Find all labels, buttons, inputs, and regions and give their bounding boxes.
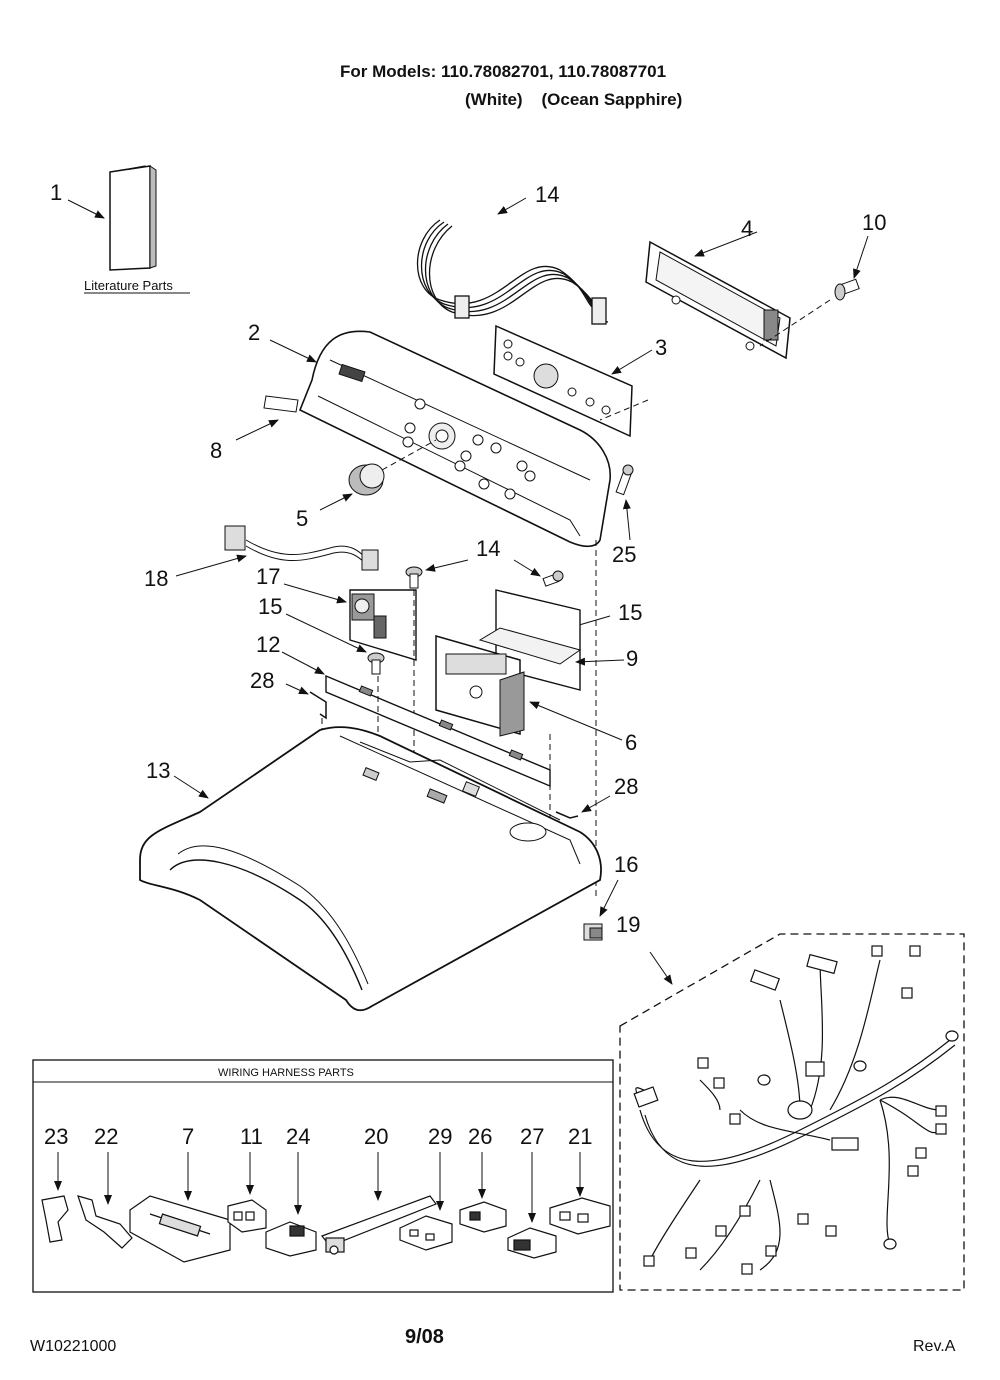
part-20-cable-tie — [321, 1195, 437, 1255]
callout-1: 1 — [50, 180, 62, 205]
part-23-clip — [41, 1195, 69, 1243]
callout-21: 21 — [568, 1124, 592, 1149]
callout-8: 8 — [210, 438, 222, 463]
callout-17: 17 — [256, 564, 280, 589]
console-badge — [263, 395, 299, 413]
switch-assembly — [349, 589, 417, 661]
screw-25 — [615, 464, 634, 496]
callout-15-right: 15 — [618, 600, 642, 625]
electronic-control-board — [493, 324, 633, 438]
console-rail — [325, 674, 551, 788]
exploded-parts-diagram: 1 Literature Parts 14 4 1 — [32, 165, 965, 1293]
callout-15-left: 15 — [258, 594, 282, 619]
screw-15-right — [542, 570, 564, 587]
screw-15-left — [405, 566, 423, 589]
callout-15-top: 14 — [476, 536, 500, 561]
callout-13: 13 — [146, 758, 170, 783]
callout-9: 9 — [626, 646, 638, 671]
control-module — [435, 635, 525, 737]
title-line2: (White) (Ocean Sapphire) — [465, 90, 683, 109]
console-panel — [298, 330, 611, 548]
callout-12: 12 — [256, 632, 280, 657]
clip-16 — [583, 923, 603, 941]
part-29-connector — [399, 1215, 453, 1251]
console-mounting-plate — [645, 240, 791, 360]
document-number: W10221000 — [30, 1338, 117, 1355]
callout-27: 27 — [520, 1124, 544, 1149]
part-21-connector — [549, 1197, 611, 1235]
callout-28-right: 28 — [614, 774, 638, 799]
callout-22: 22 — [94, 1124, 118, 1149]
wiring-box-title: WIRING HARNESS PARTS — [218, 1067, 354, 1079]
clip-28-right — [555, 811, 579, 819]
revision: Rev.A — [913, 1338, 956, 1355]
callout-6: 6 — [625, 730, 637, 755]
callout-28-top: 28 — [250, 668, 274, 693]
callout-29: 29 — [428, 1124, 452, 1149]
callout-3: 3 — [655, 335, 667, 360]
callout-7: 7 — [182, 1124, 194, 1149]
part-7-connector-block — [129, 1195, 231, 1263]
console-wire-harness — [417, 219, 609, 325]
callout-19: 19 — [616, 912, 640, 937]
callout-10: 10 — [862, 210, 886, 235]
part-27-connector — [507, 1227, 557, 1259]
part-22-terminal — [77, 1195, 133, 1249]
clip-28-left — [309, 691, 327, 720]
dryer-top-panel — [139, 726, 602, 1012]
literature-booklet — [109, 165, 157, 271]
small-wire-harness — [224, 525, 379, 571]
literature-parts-label: Literature Parts — [84, 278, 173, 293]
callout-26: 26 — [468, 1124, 492, 1149]
part-26-connector — [459, 1201, 507, 1233]
part-11-connector — [227, 1199, 267, 1233]
wiring-harness-parts-box: WIRING HARNESS PARTS 23 22 7 11 24 20 29… — [32, 1059, 614, 1293]
screw-15-lower — [367, 652, 385, 675]
control-knob — [348, 463, 385, 496]
callout-14: 14 — [535, 182, 559, 207]
callout-2: 2 — [248, 320, 260, 345]
callout-5: 5 — [296, 506, 308, 531]
callout-4: 4 — [741, 216, 753, 241]
main-harness-region — [619, 933, 965, 1291]
callout-11: 11 — [240, 1124, 263, 1149]
screw-10 — [834, 278, 860, 301]
callout-18: 18 — [144, 566, 168, 591]
callout-16: 16 — [614, 852, 638, 877]
part-24-connector — [265, 1221, 317, 1257]
callout-25: 25 — [612, 542, 636, 567]
callout-24: 24 — [286, 1124, 310, 1149]
date-code: 9/08 — [405, 1326, 444, 1348]
title-line1: For Models: 110.78082701, 110.78087701 — [340, 62, 667, 81]
main-wire-harness — [633, 945, 959, 1275]
callout-23: 23 — [44, 1124, 68, 1149]
callout-20: 20 — [364, 1124, 388, 1149]
